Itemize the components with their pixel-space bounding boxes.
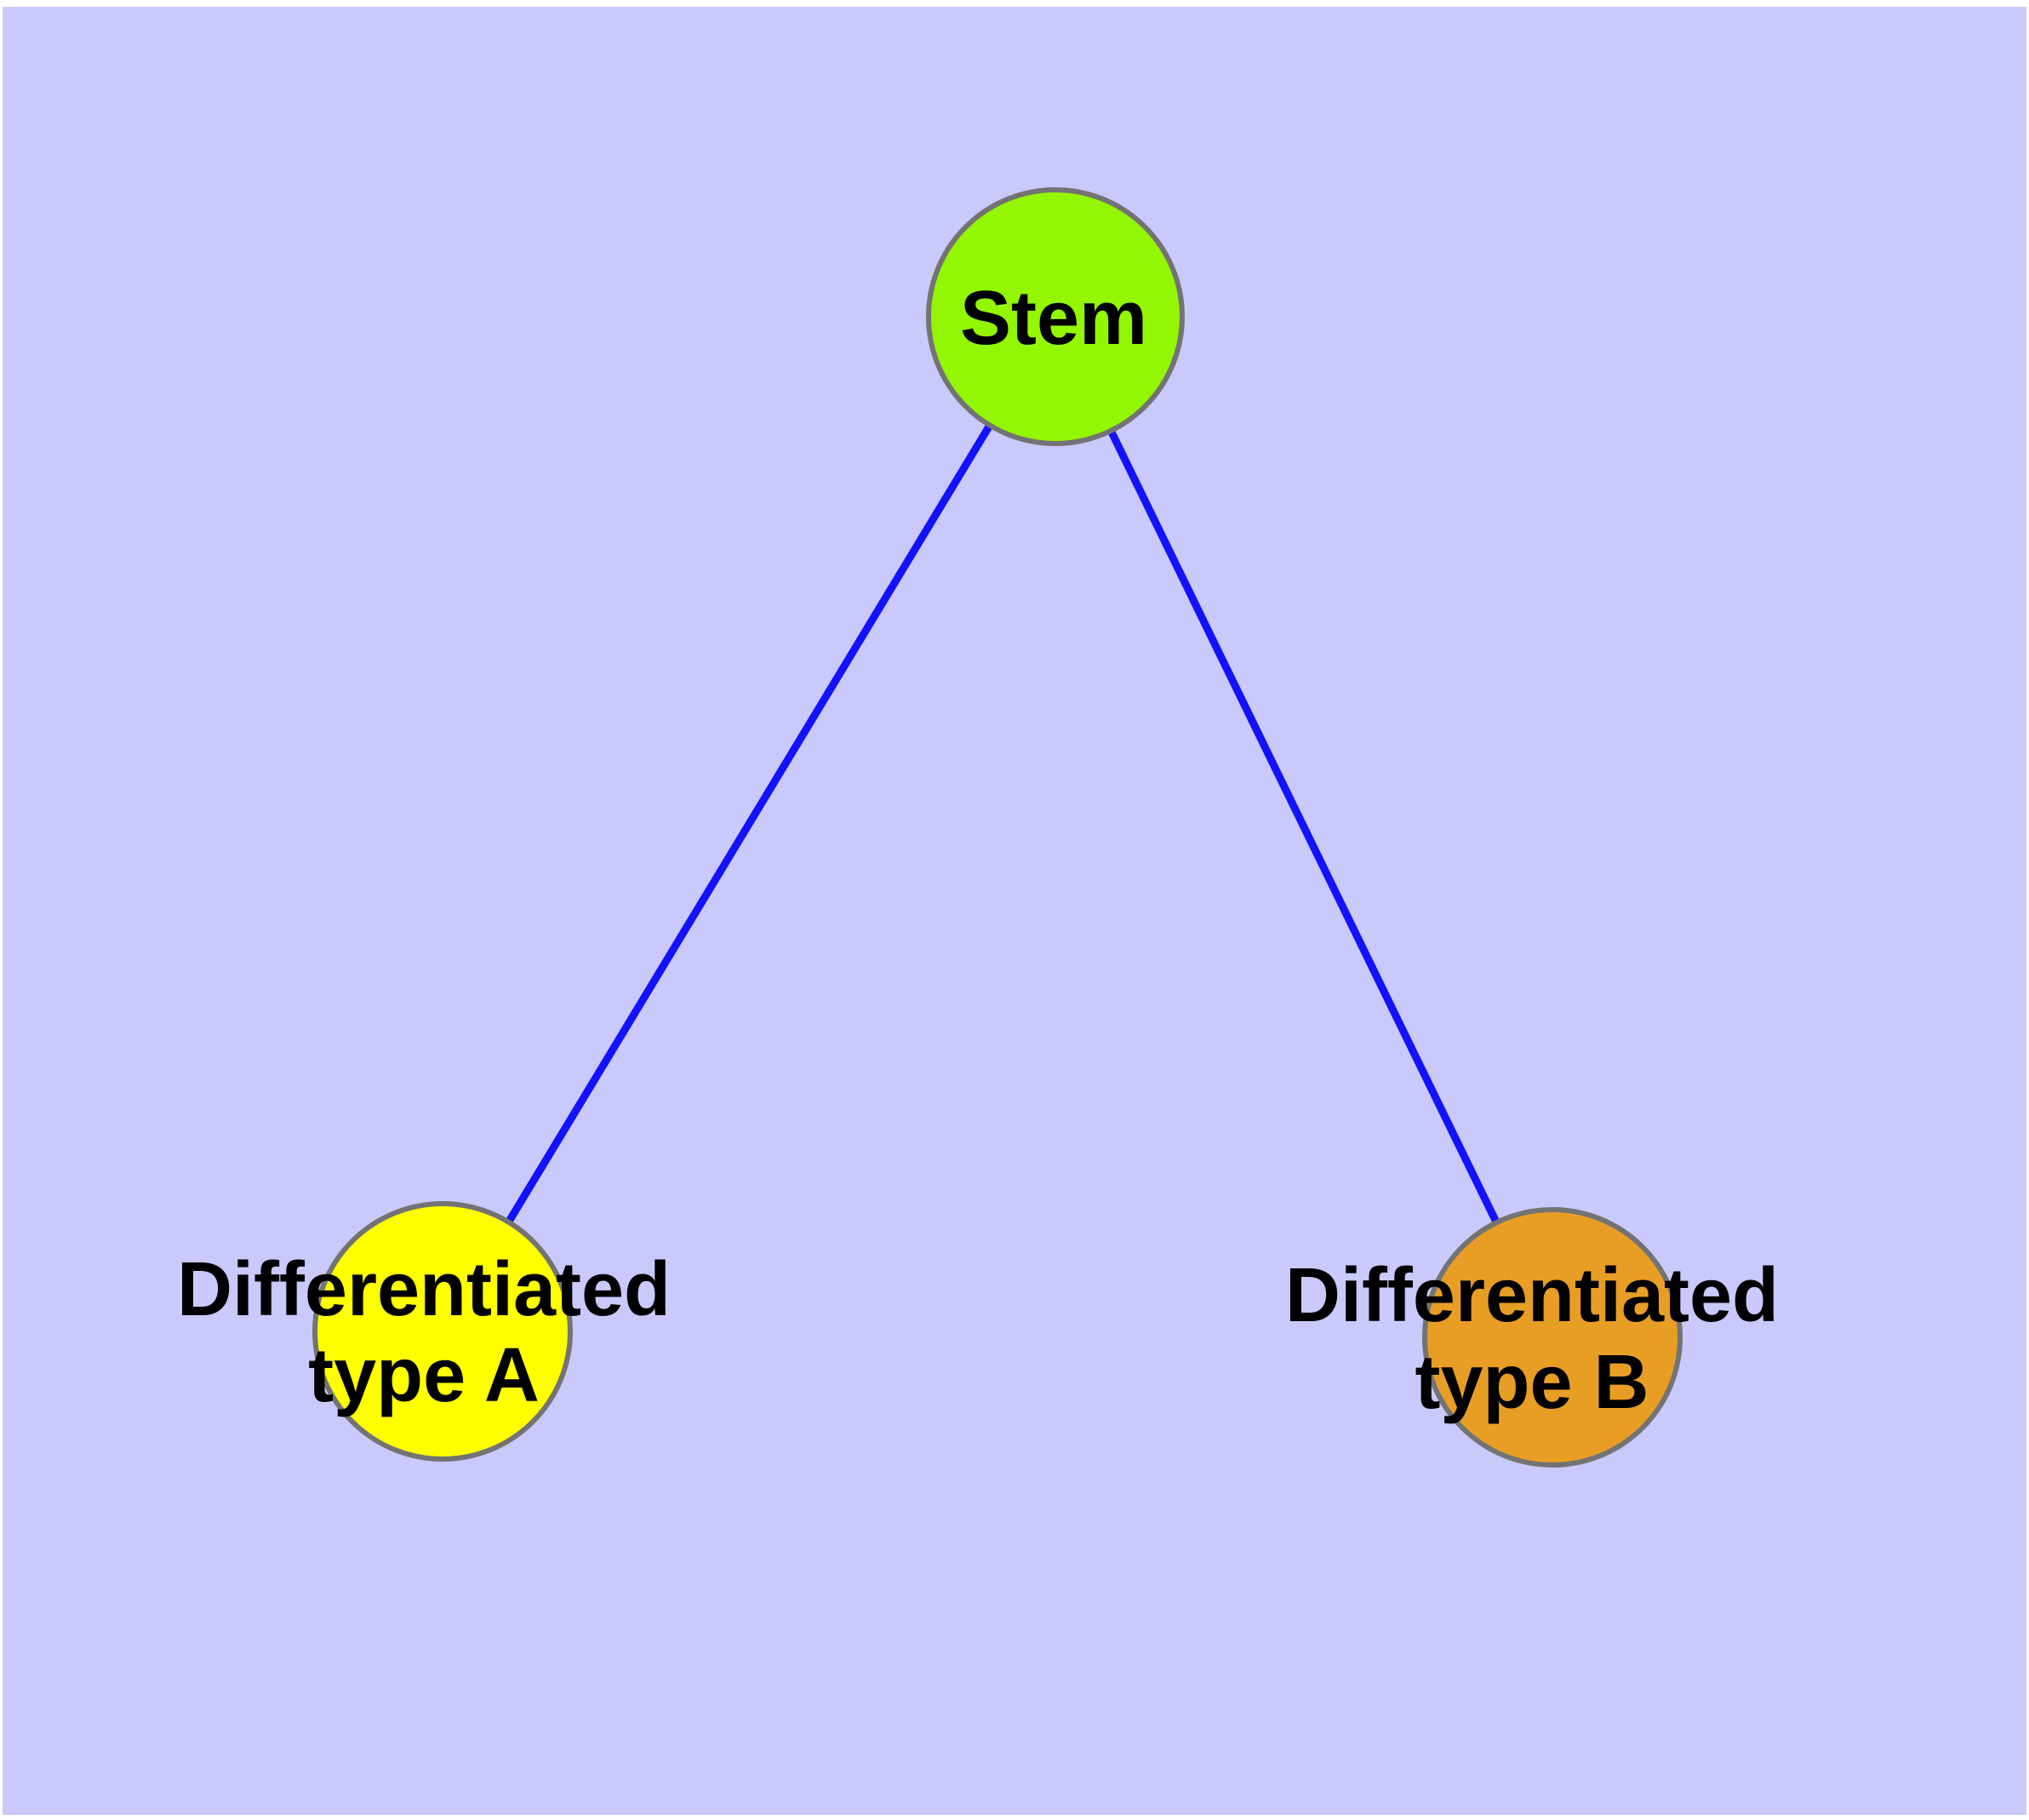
node-type-a-label-line1: Differentiated (177, 1247, 671, 1332)
node-type-b-label-line1: Differentiated (1285, 1253, 1779, 1338)
node-stem-label: Stem (960, 276, 1147, 361)
edge-stem-to-type-b (1051, 315, 1557, 1339)
node-differentiated-type-a-circle (312, 1201, 573, 1462)
edge-stem-to-type-a (439, 314, 1059, 1334)
node-type-a-label-line2: type A (308, 1333, 540, 1418)
node-type-b-label-line2: type B (1415, 1340, 1649, 1425)
node-differentiated-type-b-circle (1422, 1207, 1683, 1468)
node-stem-circle (926, 187, 1185, 446)
